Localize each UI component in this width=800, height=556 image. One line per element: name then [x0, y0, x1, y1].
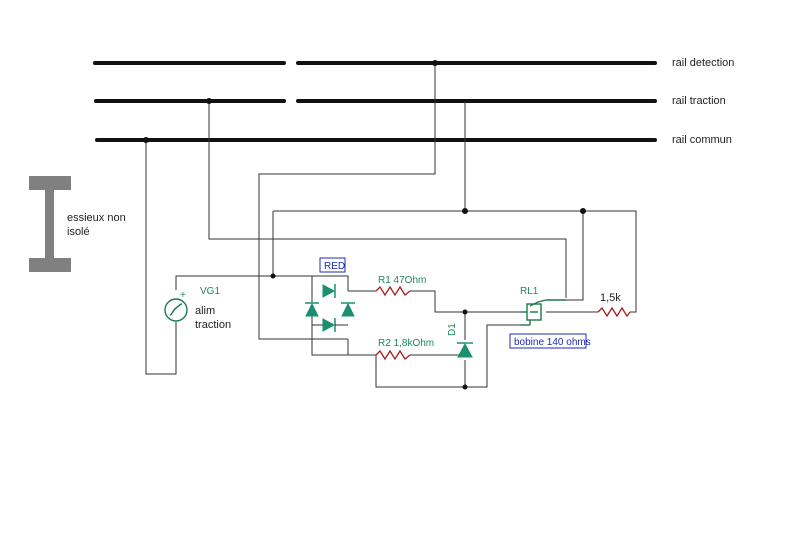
- diode-d1: [457, 342, 473, 358]
- relay-coil-box: [509, 333, 587, 349]
- relay-name: RL1: [520, 286, 539, 297]
- generator-name: VG1: [200, 286, 220, 297]
- wires: [145, 63, 637, 388]
- resistor-r1: [375, 285, 411, 297]
- resistor-r1-label: R1 47Ohm: [378, 275, 426, 286]
- generator-label-line2: traction: [195, 319, 231, 331]
- resistor-r2-label: R2 1,8kOhm: [378, 338, 434, 349]
- bridge-rectifier: [305, 284, 355, 332]
- junction-dots: [143, 60, 586, 390]
- axle-label-line2: isolé: [67, 226, 90, 238]
- resistor-r3-label: 1,5k: [600, 292, 621, 304]
- rail-traction-label: rail traction: [672, 95, 726, 107]
- resistor-r3: [597, 306, 631, 318]
- generator-symbol: [164, 298, 188, 322]
- axle-label-line1: essieux non: [67, 212, 126, 224]
- relay-coil-label: bobine 140 ohms: [514, 337, 591, 348]
- relay-rl1: [520, 299, 566, 326]
- rail-commun-label: rail commun: [672, 134, 732, 146]
- axle-symbol: [29, 176, 71, 272]
- diode-d1-label: D1: [447, 323, 458, 336]
- bridge-name-box: [319, 257, 346, 273]
- generator-label-line1: alim: [195, 305, 215, 317]
- resistor-r2: [375, 349, 411, 361]
- rail-detection-label: rail detection: [672, 57, 734, 69]
- bridge-name: RED: [324, 261, 345, 272]
- generator-plus: +: [180, 290, 186, 301]
